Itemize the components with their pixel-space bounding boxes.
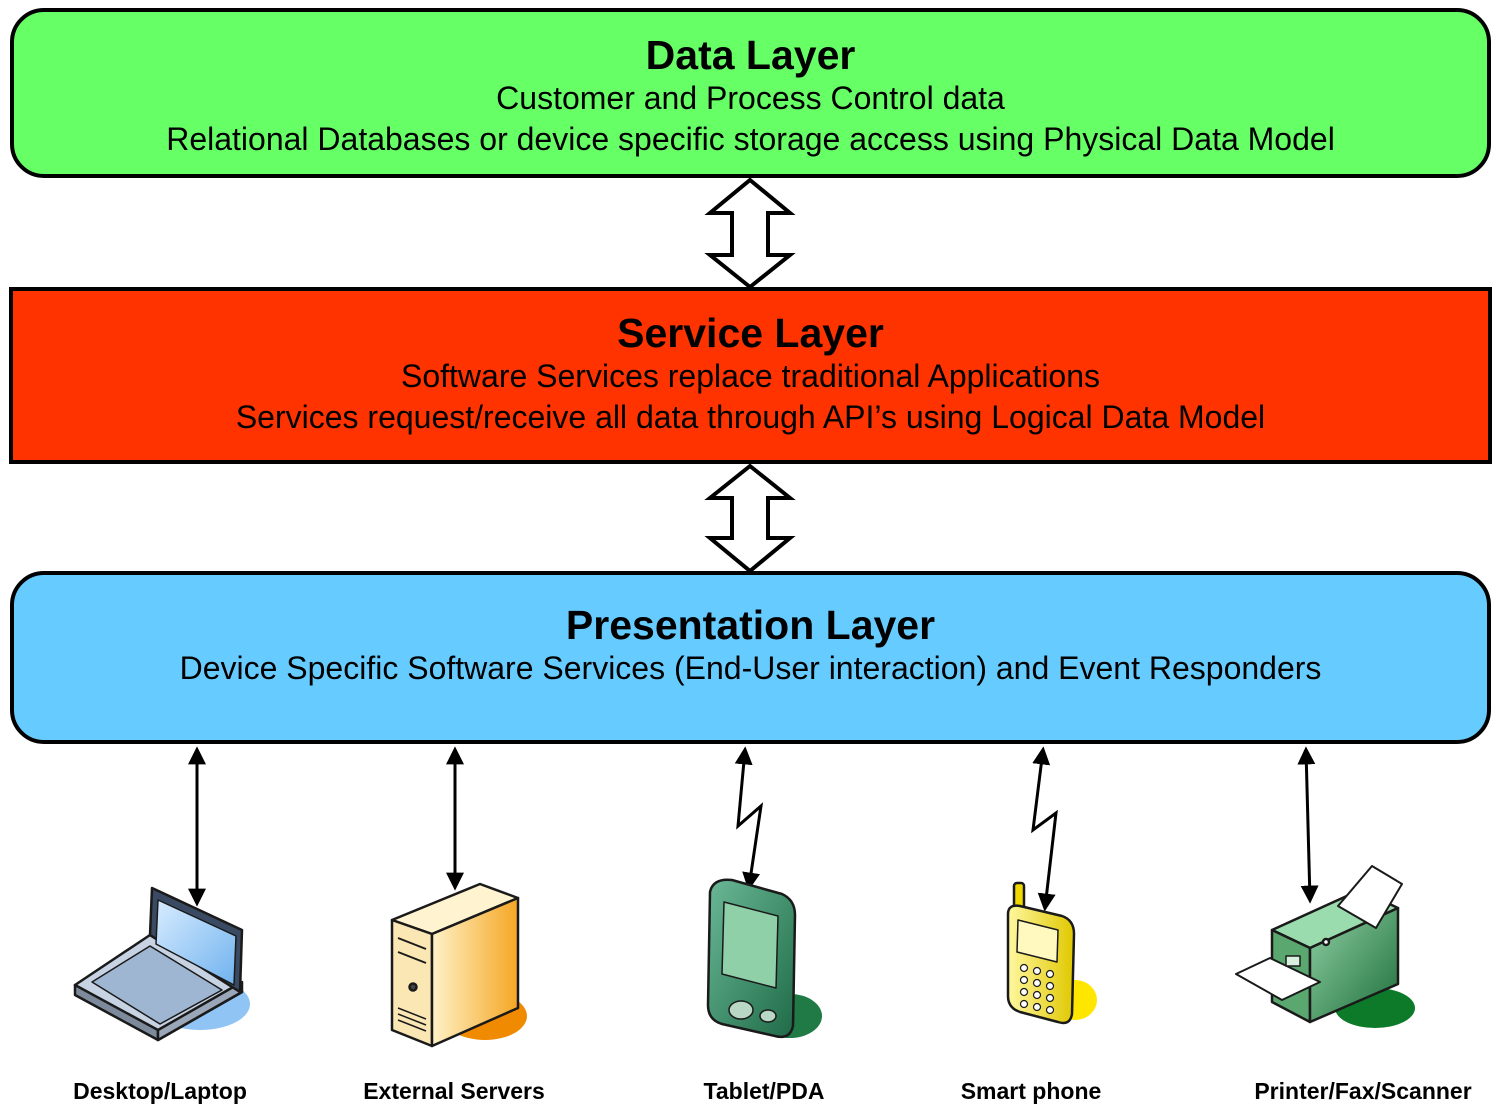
printer-icon: [1235, 865, 1415, 1028]
device-label-smartphone: Smart phone: [960, 1078, 1102, 1104]
data-layer-line-2: Relational Databases or device specific …: [166, 121, 1335, 157]
service-layer-line-1: Software Services replace traditional Ap…: [400, 358, 1101, 394]
device-label-servers: External Servers: [363, 1078, 545, 1104]
presentation-layer-box: Presentation Layer Device Specific Softw…: [10, 571, 1491, 744]
data-layer-line-1: Customer and Process Control data: [496, 80, 1005, 116]
smartphone-icon: [1006, 881, 1097, 1025]
laptop-icon: [73, 886, 250, 1042]
device-label-desktop: Desktop/Laptop: [73, 1078, 247, 1104]
data-layer-title: Data Layer: [645, 32, 856, 78]
server-icon: [390, 882, 527, 1048]
service-layer-line-2: Services request/receive all data throug…: [235, 399, 1266, 435]
device-label-tablet: Tablet/PDA: [703, 1078, 825, 1104]
tablet-icon: [706, 878, 822, 1039]
link-tablet-wireless: [734, 746, 764, 891]
service-layer-title: Service Layer: [617, 310, 884, 356]
data-layer-box: Data Layer Customer and Process Control …: [10, 8, 1491, 178]
presentation-layer-line-1: Device Specific Software Services (End-U…: [179, 650, 1322, 686]
link-phone-wireless: [1031, 746, 1058, 912]
double-arrow-service-presentation: [704, 463, 796, 574]
device-label-printer: Printer/Fax/Scanner: [1254, 1078, 1472, 1104]
presentation-layer-title: Presentation Layer: [565, 602, 936, 648]
double-arrow-data-service: [704, 177, 796, 290]
link-printer: [1297, 746, 1319, 904]
